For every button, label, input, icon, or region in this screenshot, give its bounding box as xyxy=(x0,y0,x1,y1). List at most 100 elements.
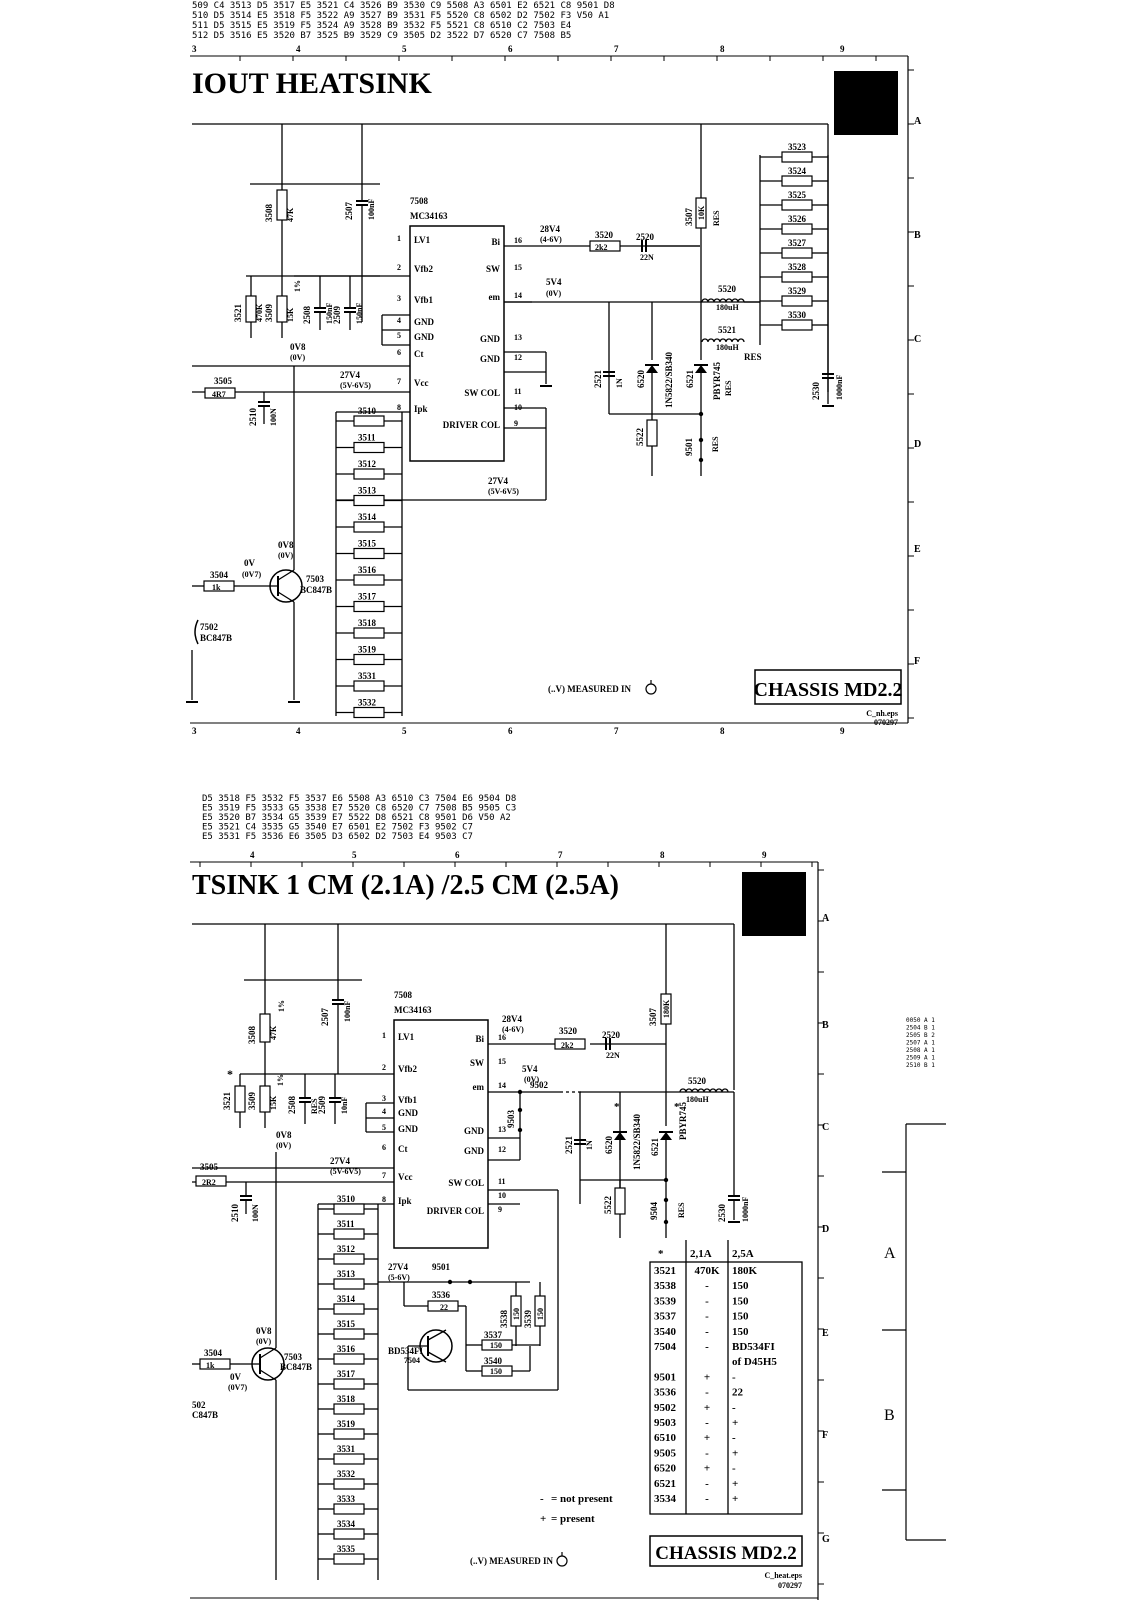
ic-pin-name: Bi xyxy=(491,237,500,247)
voltage-label: 0V xyxy=(244,558,256,568)
row-scale-label: B xyxy=(914,230,921,241)
junction-dot xyxy=(517,1127,523,1133)
voltage-label: 0V xyxy=(230,1372,242,1382)
legend-marker: + xyxy=(540,1513,546,1525)
component-value: 1N5822/SB340 xyxy=(664,351,674,408)
resistor-symbol xyxy=(333,1403,365,1415)
component-value: 1000nF xyxy=(741,1197,750,1222)
component-value: 150nF xyxy=(355,303,364,324)
voltage-label: (0V7) xyxy=(228,1383,247,1392)
voltage-label: (4-6V) xyxy=(540,235,562,244)
inductor-symbol xyxy=(701,298,745,303)
wire xyxy=(427,1351,447,1363)
legend-marker: - xyxy=(540,1493,544,1505)
variant-table-cell: BD534FI xyxy=(732,1341,775,1353)
side-reference-row: 2507 A 1 xyxy=(906,1040,935,1047)
variant-table-cell: 3536 xyxy=(654,1387,677,1399)
component-label: 3520 xyxy=(559,1026,578,1036)
page-title: IOUT HEATSINK xyxy=(192,67,432,100)
component-value: 1% xyxy=(277,1000,286,1012)
variant-table xyxy=(649,1261,803,1515)
junction-dot xyxy=(517,1107,523,1113)
column-scale-label: 3 xyxy=(192,726,197,736)
variant-table-cell: - xyxy=(705,1417,709,1429)
resistor-label: 3535 xyxy=(337,1544,356,1554)
top-schematic-panel: 509 C4 3513 D5 3517 E5 3521 C4 3526 B9 3… xyxy=(186,1,922,736)
component-value: 1% xyxy=(276,1074,285,1086)
ic-pin-name: Vfb1 xyxy=(398,1095,418,1105)
variant-table-cell: 3540 xyxy=(654,1326,677,1338)
ic-pin-name: GND xyxy=(414,332,435,342)
ic-pin-number: 4 xyxy=(382,1107,386,1116)
resistor-symbol xyxy=(333,1428,365,1440)
component-value: RES xyxy=(677,1202,686,1218)
ic-pin-name: em xyxy=(473,1082,485,1092)
variant-table-cell: of D45H5 xyxy=(732,1356,777,1368)
resistor-symbol xyxy=(554,1038,586,1050)
resistor-label: 3517 xyxy=(358,592,377,602)
side-reference-row: 2509 A 1 xyxy=(906,1055,935,1062)
ic-pin-number: 15 xyxy=(498,1057,506,1066)
wire xyxy=(259,1347,277,1359)
column-scale-label: 7 xyxy=(558,850,563,860)
resistor-label: 3526 xyxy=(788,214,807,224)
side-row-label: B xyxy=(884,1407,895,1424)
chassis-label: CHASSIS MD2.2 xyxy=(754,679,903,701)
resistor-symbol xyxy=(646,419,658,447)
junction-dot xyxy=(698,457,704,463)
resistor-label: 3531 xyxy=(337,1444,356,1454)
date-label: 070297 xyxy=(874,718,898,727)
component-value: 1000nF xyxy=(835,375,844,400)
component-label: 2509 xyxy=(332,306,342,325)
resistor-symbol xyxy=(353,494,385,507)
resistor-symbol xyxy=(234,1085,246,1113)
variant-table-cell: - xyxy=(705,1311,709,1323)
resistor-symbol xyxy=(781,295,813,307)
resistor-label: 3518 xyxy=(358,618,377,628)
voltage-label: (0V) xyxy=(290,353,305,362)
variant-table-cell: 150 xyxy=(732,1280,749,1292)
column-scale-label: 6 xyxy=(508,726,513,736)
ic-pin-number: 8 xyxy=(397,403,401,412)
resistor-symbol xyxy=(781,151,813,163)
variant-table-cell: 3537 xyxy=(654,1311,677,1323)
voltage-label: 0V8 xyxy=(276,1130,292,1140)
component-label: 5521 xyxy=(718,325,737,335)
ic-pin-number: 5 xyxy=(382,1123,386,1132)
column-scale-label: 9 xyxy=(840,44,845,54)
resistor-symbol xyxy=(781,271,813,283)
variant-table-cell: 7504 xyxy=(654,1341,677,1353)
resistor-label: 3533 xyxy=(337,1494,356,1504)
row-scale-label: A xyxy=(822,913,830,924)
resistor-symbol xyxy=(353,574,385,586)
resistor-symbol xyxy=(614,1187,626,1215)
resistor-symbol xyxy=(353,415,385,427)
voltage-label: 28V4 xyxy=(540,224,560,234)
resistor-symbol xyxy=(333,1278,365,1290)
component-value: 47K xyxy=(269,1025,278,1040)
row-scale-label: E xyxy=(822,1328,829,1339)
resistor-symbol xyxy=(333,1253,365,1265)
component-value: RES xyxy=(724,380,733,396)
component-label: 3505 xyxy=(200,1162,219,1172)
resistor-label: 3527 xyxy=(788,238,807,248)
ic-pin-number: 2 xyxy=(397,263,401,272)
resistor-symbol xyxy=(333,1378,365,1390)
inductor-symbol xyxy=(701,338,745,343)
ic-pin-name: Vfb1 xyxy=(414,295,434,305)
ic-pin-number: 5 xyxy=(397,331,401,340)
component-value: PBYR745 xyxy=(678,1102,688,1140)
wire xyxy=(277,569,295,581)
component-label: 6521 xyxy=(685,370,695,389)
legend-not-present: = not present xyxy=(551,1493,613,1505)
column-scale-label: 9 xyxy=(840,726,845,736)
component-label: 9501 xyxy=(432,1262,451,1272)
junction-dot xyxy=(663,1219,669,1225)
column-scale-label: 9 xyxy=(762,850,767,860)
chassis-box xyxy=(649,1535,803,1567)
reference-table-row: 509 C4 3513 D5 3517 E5 3521 C4 3526 B9 3… xyxy=(192,1,615,11)
component-label: 7504 xyxy=(404,1356,420,1365)
voltage-label: (5V-6V5) xyxy=(330,1167,361,1176)
